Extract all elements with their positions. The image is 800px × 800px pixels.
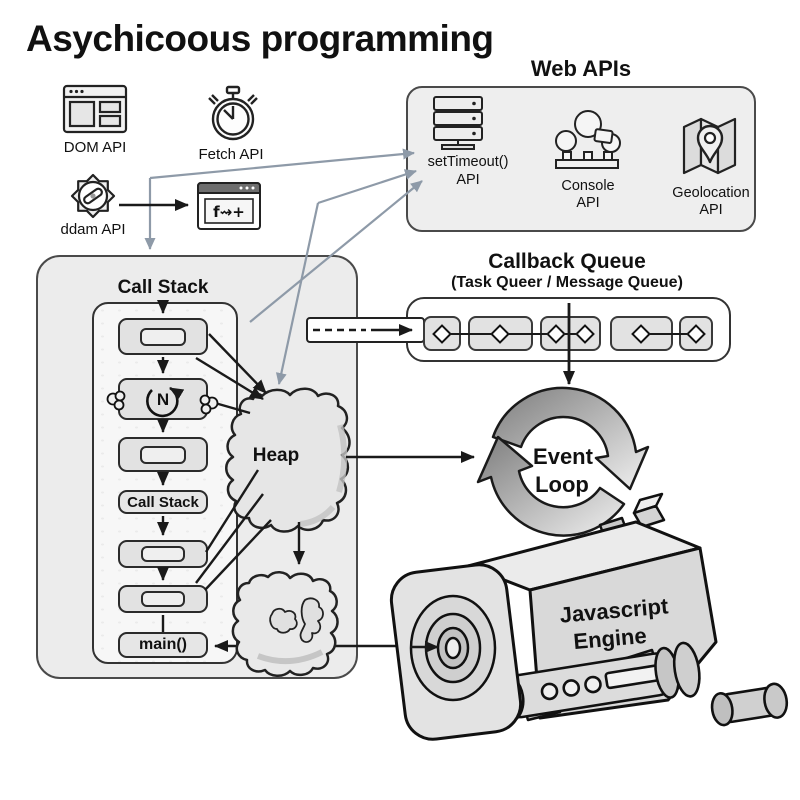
stack-frame-slot [141, 546, 185, 562]
callback-queue-subtitle: (Task Queer / Message Queue) [451, 274, 683, 291]
web-apis-title: Web APIs [530, 56, 632, 81]
call-stack-title: Call Stack [117, 277, 209, 298]
code-window-icon [197, 182, 261, 230]
heap-label: Heap [252, 445, 300, 466]
fetch-api-label: Fetch API [198, 146, 264, 163]
page-title: Asychicoous programming [26, 18, 494, 59]
console-icon [555, 110, 621, 169]
dom-api-label: DOM API [63, 139, 127, 156]
stopwatch-icon [208, 85, 258, 141]
circular-arrow-icon [106, 386, 219, 418]
settimeout-api-label2: API [456, 172, 480, 188]
javascript-engine-illustration [389, 492, 789, 741]
event-loop-icon [476, 386, 650, 537]
stack-frame-slot [141, 591, 185, 607]
memory-cloud [231, 571, 339, 677]
server-stack-icon [433, 96, 483, 150]
map-pin-icon [682, 117, 737, 175]
geolocation-api-label: Geolocation [672, 185, 750, 201]
stack-frame-main: main() [118, 632, 208, 658]
settimeout-to-heap-arrow [275, 202, 320, 385]
geolocation-api-label2: API [699, 202, 723, 218]
browser-window-icon [62, 84, 128, 134]
stack-frame [118, 437, 208, 472]
stack-frame [118, 585, 208, 613]
stack-frame [118, 318, 208, 355]
ddam-api-label: ddam API [60, 221, 126, 238]
stack-frame-callstack: Call Stack [118, 490, 208, 514]
async-routing-arrows [144, 148, 423, 323]
event-loop-label2: Loop [535, 472, 589, 497]
stack-frame-slot [140, 445, 186, 464]
settimeout-api-label: setTimeout() [427, 154, 509, 170]
callback-queue-title: Callback Queue [488, 250, 646, 273]
loop-frame-letter: N [157, 390, 169, 409]
gear-icon [70, 173, 116, 219]
console-api-label: Console [561, 178, 615, 194]
stack-frame-slot [140, 327, 186, 346]
code-window-label: f⇝+ [213, 203, 245, 221]
console-api-label2: API [576, 195, 600, 211]
event-loop-label: Event [533, 444, 593, 469]
